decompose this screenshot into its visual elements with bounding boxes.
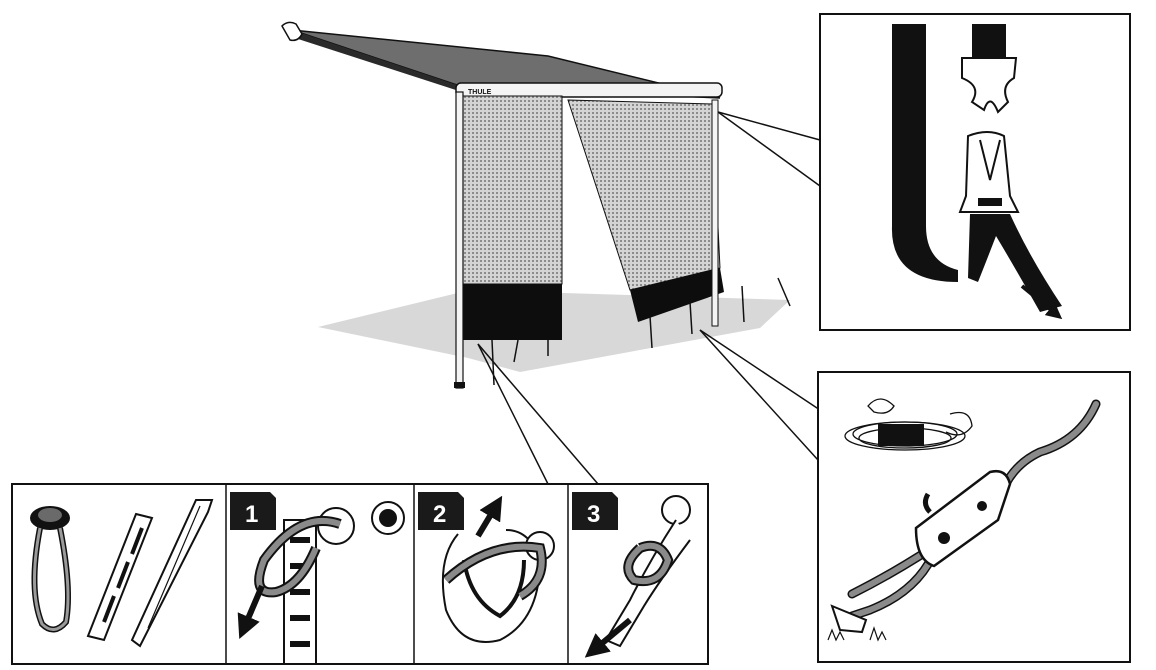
step-number-3: 3 <box>587 501 600 528</box>
tent-peg-icon <box>130 499 214 648</box>
step-badge-2: 2 <box>418 492 464 530</box>
awning-scene: THULE <box>281 21 791 389</box>
step-badge-3: 3 <box>572 492 618 530</box>
detail-strap-buckle <box>819 13 1131 331</box>
step-3-panel: 3 <box>572 492 691 658</box>
rubber-loop-icon <box>30 506 71 633</box>
awning-leg <box>455 91 464 389</box>
accessories-panel <box>30 499 214 648</box>
guy-rope-tensioner-icon <box>827 399 1101 642</box>
callout-lines <box>477 111 821 485</box>
step-number-1: 1 <box>245 501 258 528</box>
awning-cassette <box>455 82 723 98</box>
mesh-panel-left <box>461 95 563 285</box>
mesh-panel-right-skirt <box>630 268 724 322</box>
step-2-panel: 2 <box>418 492 555 643</box>
step-number-2: 2 <box>433 501 446 528</box>
detail-guy-rope <box>817 371 1131 663</box>
strap-buckle-icon <box>891 24 1063 320</box>
mesh-panel-right <box>567 99 721 291</box>
step-1-panel: 1 <box>230 492 405 665</box>
brand-label: THULE <box>468 89 492 96</box>
coiled-rope-icon <box>844 398 973 451</box>
step-badge-1: 1 <box>230 492 276 530</box>
strap-icon <box>86 512 154 642</box>
instruction-strip: 1 2 <box>11 483 709 665</box>
mesh-panel-left-skirt <box>462 284 562 340</box>
